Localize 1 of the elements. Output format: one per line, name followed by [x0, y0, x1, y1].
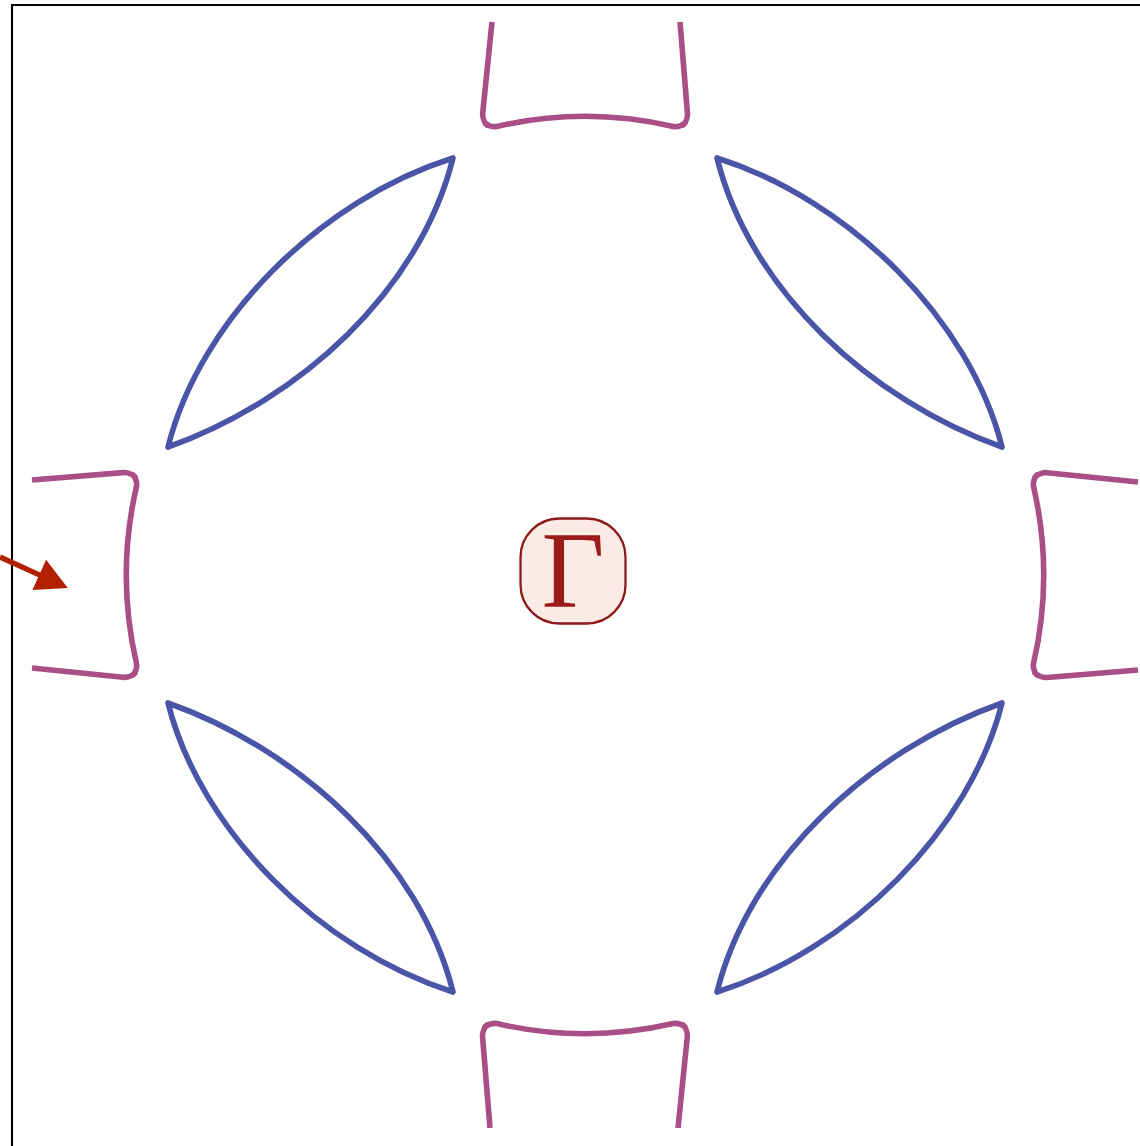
label-box: Γ: [519, 517, 627, 625]
